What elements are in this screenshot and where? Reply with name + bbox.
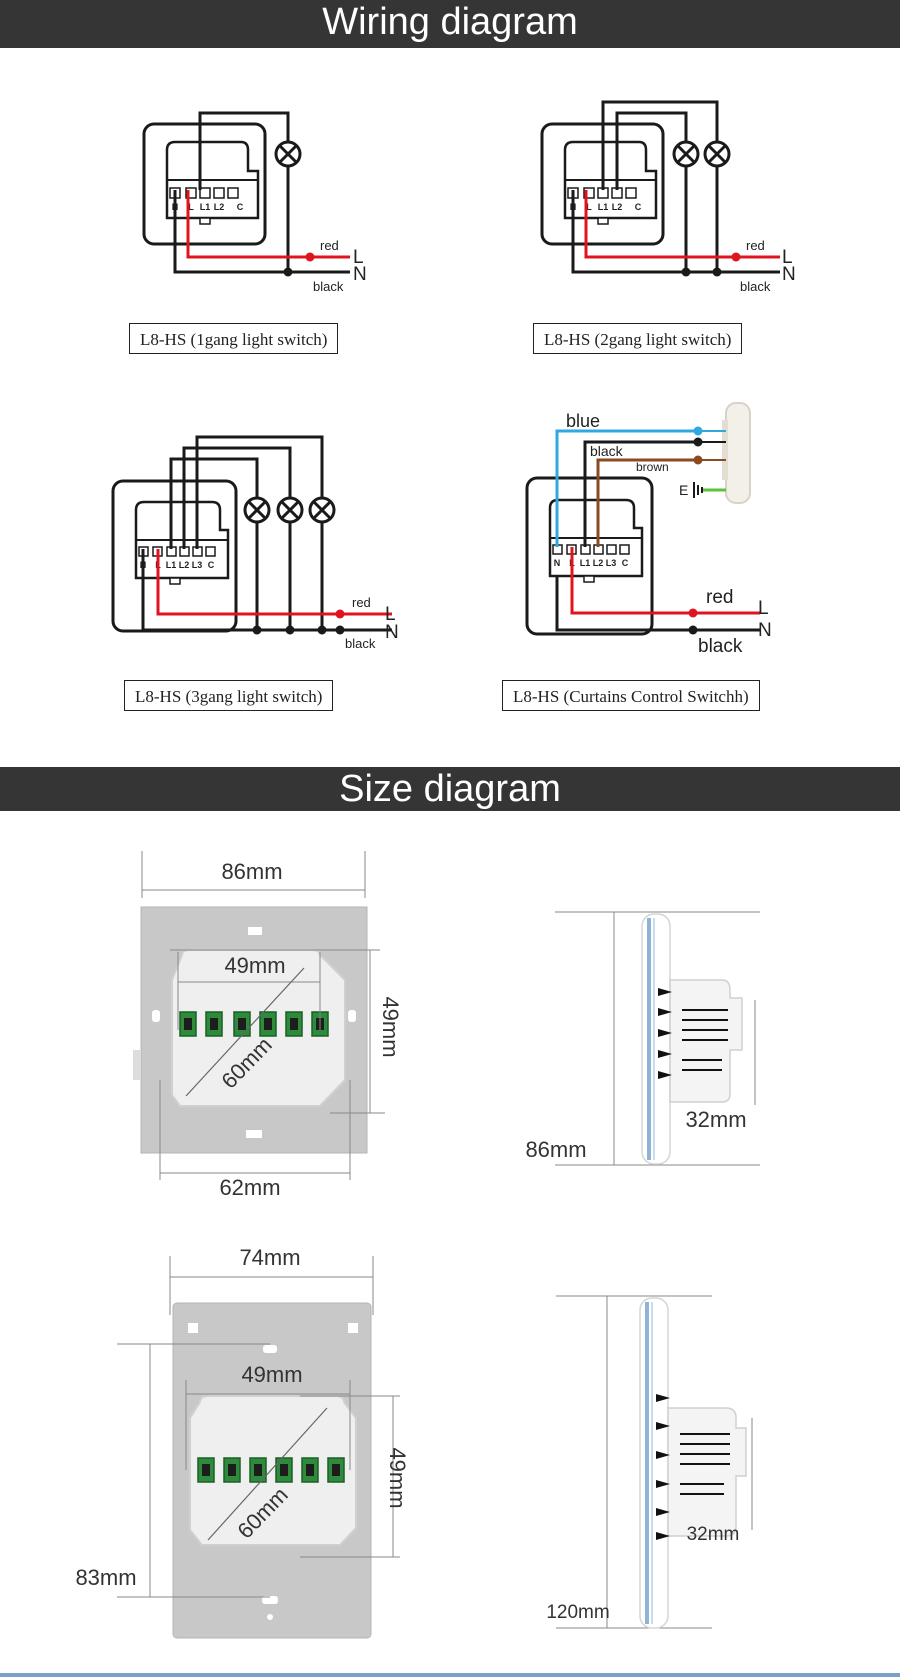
front-view-120: 74mm 49mm 49mm 60mm 83mm — [75, 1245, 410, 1639]
side-view-120: 120mm 32mm — [546, 1295, 753, 1629]
label-blue: blue — [566, 411, 600, 431]
terminal-C: C — [208, 560, 215, 570]
diagram-1gang: N L L1 L2 C red black L N — [142, 111, 367, 294]
dim-49mm-h-2: 49mm — [241, 1362, 302, 1387]
diagram-3gang: N L L1 L2 L3 C red black L N — [111, 435, 399, 651]
lamp-icon — [243, 496, 271, 524]
label-black: black — [740, 279, 771, 294]
terminal-N: N — [554, 558, 561, 568]
label-black: black — [345, 636, 376, 651]
lamp-icon — [672, 140, 700, 168]
terminal-L3: L3 — [192, 560, 203, 570]
side-view-86: 86mm 32mm — [525, 911, 760, 1166]
lamp-icon — [703, 140, 731, 168]
terminal-L3: L3 — [606, 558, 617, 568]
dim-32mm-depth: 32mm — [685, 1107, 746, 1132]
lamp-icon — [274, 140, 302, 168]
wiring-diagrams: N L L1 L2 C red black L N N L — [111, 100, 796, 657]
label-N: N — [782, 264, 796, 285]
lamp-icon — [276, 496, 304, 524]
label-E: E — [679, 482, 688, 498]
dim-86mm-height: 86mm — [525, 1137, 586, 1162]
terminal-C: C — [237, 202, 244, 212]
label-N: N — [385, 622, 399, 643]
label-red: red — [746, 238, 765, 253]
label-brown: brown — [636, 460, 669, 474]
label-red: red — [706, 587, 733, 608]
label-black: black — [313, 279, 344, 294]
dim-120mm-height: 120mm — [546, 1602, 609, 1623]
terminal-L: L — [586, 202, 592, 212]
diagram-curtain: N L L1 L2 L3 C blue black brown E red bl… — [525, 402, 772, 657]
terminal-L1: L1 — [166, 560, 177, 570]
label-L: L — [385, 604, 396, 625]
label-N: N — [758, 620, 772, 641]
label-L: L — [353, 247, 364, 268]
terminal-L: L — [188, 202, 194, 212]
caption-1gang: L8-HS (1gang light switch) — [129, 323, 339, 354]
label-N: N — [353, 264, 367, 285]
curtain-motor — [722, 402, 751, 504]
label-L: L — [782, 247, 793, 268]
terminal-L2: L2 — [214, 202, 225, 212]
terminal-L2: L2 — [593, 558, 604, 568]
bottom-divider — [0, 1673, 900, 1677]
dim-49mm-v-2: 49mm — [385, 1447, 410, 1508]
size-diagram-title: Size diagram — [339, 768, 561, 810]
dim-49mm-v: 49mm — [378, 996, 403, 1057]
size-diagrams: 86mm 49mm 49mm 60mm 62mm 86mm — [75, 851, 760, 1639]
label-black-motor: black — [590, 443, 624, 459]
dim-49mm-h: 49mm — [224, 953, 285, 978]
dim-83mm: 83mm — [75, 1565, 136, 1590]
caption-curtain: L8-HS (Curtains Control Switchh) — [502, 680, 760, 711]
terminal-L1: L1 — [200, 202, 211, 212]
dim-86mm-width: 86mm — [221, 859, 282, 884]
caption-2gang: L8-HS (2gang light switch) — [533, 323, 743, 354]
label-black: black — [698, 636, 743, 657]
dim-74mm-width: 74mm — [239, 1245, 300, 1270]
lamp-icon — [308, 496, 336, 524]
label-red: red — [320, 238, 339, 253]
terminal-C: C — [635, 202, 642, 212]
front-view-86: 86mm 49mm 49mm 60mm 62mm — [133, 851, 403, 1200]
wiring-diagram-title: Wiring diagram — [322, 1, 578, 43]
terminal-C: C — [622, 558, 629, 568]
terminal-L2: L2 — [612, 202, 623, 212]
terminal-L2: L2 — [179, 560, 190, 570]
label-L: L — [758, 598, 769, 619]
size-diagram-banner: Size diagram — [0, 767, 900, 811]
dim-32mm-depth-2: 32mm — [687, 1524, 740, 1545]
label-red: red — [352, 595, 371, 610]
terminal-L1: L1 — [598, 202, 609, 212]
terminal-L1: L1 — [580, 558, 591, 568]
diagram-2gang: N L L1 L2 C red black L N — [540, 100, 796, 294]
caption-3gang: L8-HS (3gang light switch) — [124, 680, 334, 711]
dim-62mm: 62mm — [219, 1175, 280, 1200]
wiring-diagram-banner: Wiring diagram — [0, 0, 900, 48]
